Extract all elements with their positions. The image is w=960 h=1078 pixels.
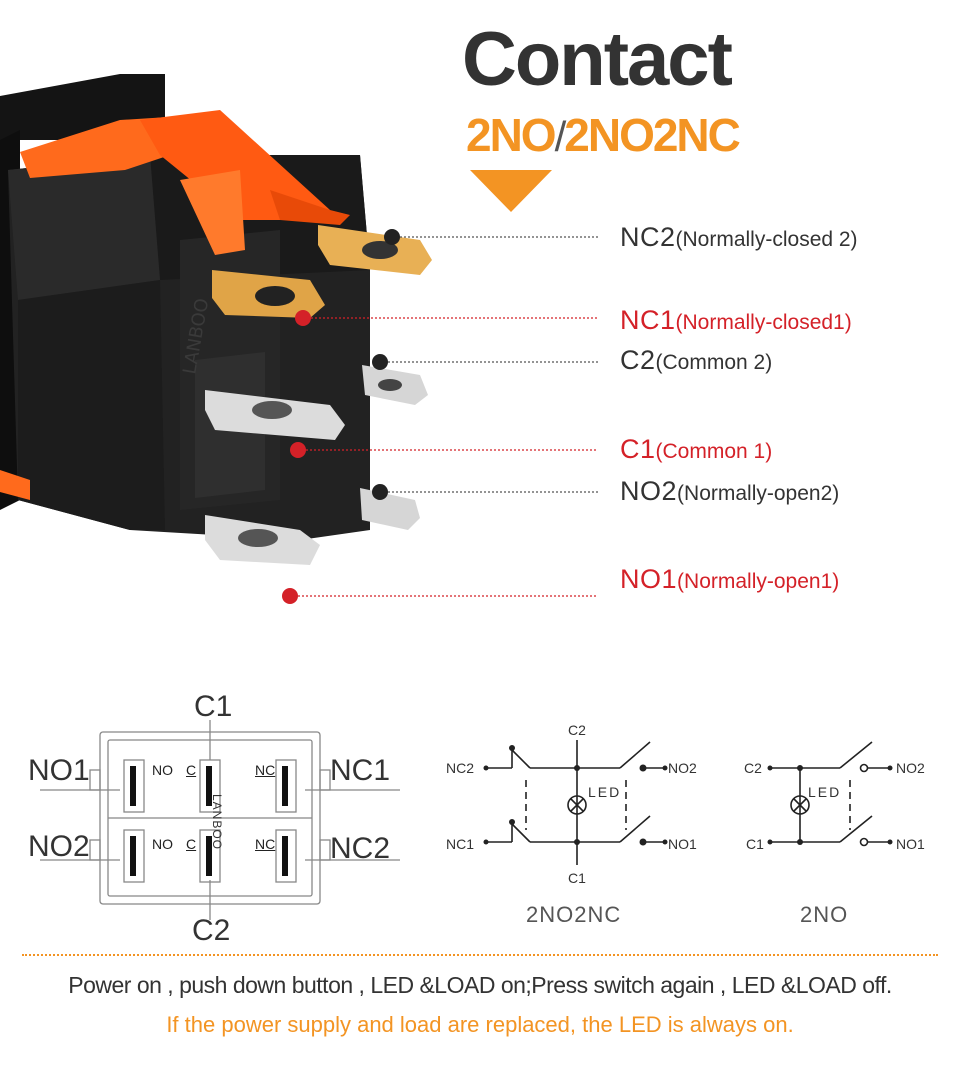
subtitle-slash: / xyxy=(554,113,567,160)
dot-no1 xyxy=(282,588,298,604)
callout-nc1: NC1(Normally-closed1) xyxy=(620,305,852,335)
subtitle-2no: 2NO xyxy=(466,109,557,161)
sch2-no2: NO2 xyxy=(896,760,925,776)
sch1-c2: C2 xyxy=(568,722,586,738)
sch2-led: LED xyxy=(808,784,842,800)
schematic-2no2nc xyxy=(483,740,668,865)
terminal-no1-silver xyxy=(205,515,320,565)
pin-label-nc1: NC1 xyxy=(330,754,391,787)
sch2-no1: NO1 xyxy=(896,836,925,852)
callout-nc2: NC2(Normally-closed 2) xyxy=(620,222,858,252)
down-arrow-icon xyxy=(470,170,552,212)
callout-lines xyxy=(282,229,598,604)
schematic-2no xyxy=(767,741,893,847)
page-title: Contact xyxy=(462,17,733,102)
pin-label-nc2: NC2 xyxy=(330,832,391,865)
terminal-nc1-gold xyxy=(212,270,325,318)
inner-no-top: NO xyxy=(152,762,173,778)
sch1-no1: NO1 xyxy=(668,836,697,852)
sch1-caption: 2NO2NC xyxy=(526,902,622,927)
terminal-c2-silver xyxy=(362,365,428,405)
sch1-nc1: NC1 xyxy=(446,836,475,852)
divider-dotted xyxy=(22,954,938,956)
lamp-orange xyxy=(0,470,30,500)
sch2-caption: 2NO xyxy=(800,902,849,927)
dot-c2 xyxy=(372,354,388,370)
page-subtitle: 2NO/2NO2NC xyxy=(466,109,741,161)
note-led-always-on: If the power supply and load are replace… xyxy=(166,1012,794,1037)
pin-label-no2: NO2 xyxy=(28,830,90,863)
sch1-nc2: NC2 xyxy=(446,760,475,776)
terminal-no2-silver xyxy=(360,488,420,530)
sch2-c2: C2 xyxy=(744,760,762,776)
sch1-no2: NO2 xyxy=(668,760,697,776)
inner-c-bottom: C xyxy=(186,836,197,852)
subtitle-2no2nc: 2NO2NC xyxy=(564,109,741,161)
dot-c1 xyxy=(290,442,306,458)
callout-c2: C2(Common 2) xyxy=(620,345,773,375)
sch2-c1: C1 xyxy=(746,836,764,852)
inner-nc-top: NC xyxy=(255,762,276,778)
terminal-c1-silver xyxy=(205,390,345,440)
sch1-led: LED xyxy=(588,784,622,800)
pin-label-no1: NO1 xyxy=(28,754,90,787)
pin-label-c1: C1 xyxy=(194,690,233,723)
sch1-c1: C1 xyxy=(568,870,586,886)
dot-no2 xyxy=(372,484,388,500)
brand-lanboo: LANBOO xyxy=(210,794,224,851)
pin-label-c2: C2 xyxy=(192,914,231,947)
callout-no1: NO1(Normally-open1) xyxy=(620,564,840,594)
note-operation: Power on , push down button , LED &LOAD … xyxy=(68,972,892,998)
actuator-orange xyxy=(140,110,330,220)
callout-c1: C1(Common 1) xyxy=(620,434,773,464)
inner-no-bottom: NO xyxy=(152,836,173,852)
dot-nc1 xyxy=(295,310,311,326)
dot-nc2 xyxy=(384,229,400,245)
inner-c-top: C xyxy=(186,762,197,778)
terminal-nc2-gold xyxy=(318,225,432,275)
switch-illustration: LANBOO xyxy=(0,74,432,565)
callout-no2: NO2(Normally-open2) xyxy=(620,476,840,506)
pin-layout-diagram xyxy=(40,720,400,920)
inner-nc-bottom: NC xyxy=(255,836,276,852)
